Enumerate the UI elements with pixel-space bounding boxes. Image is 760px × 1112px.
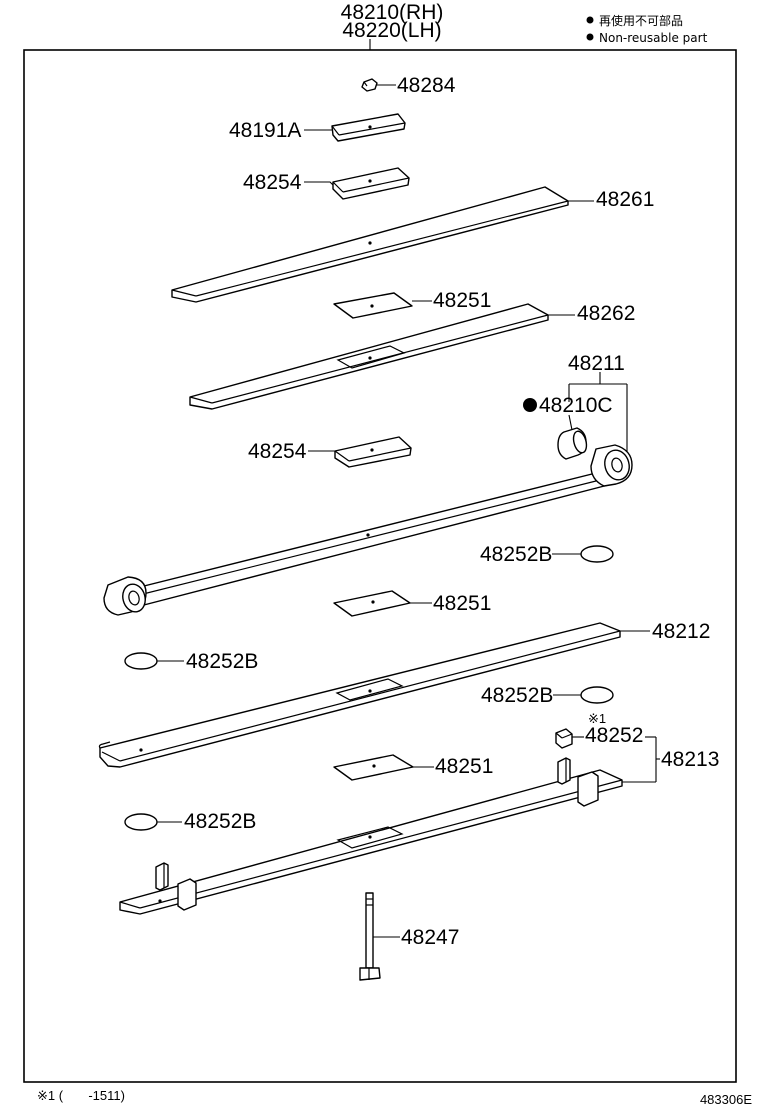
legend-en: Non-reusable part bbox=[599, 31, 708, 45]
callout-48247: 48247 bbox=[401, 926, 459, 949]
pad-48254-top bbox=[332, 167, 410, 200]
callout-48191A: 48191A bbox=[229, 119, 301, 142]
callout-48212: 48212 bbox=[652, 620, 710, 643]
bushing-48210C bbox=[557, 427, 588, 460]
callout-48210C: 48210C bbox=[539, 394, 613, 417]
callout-48213: 48213 bbox=[661, 748, 719, 771]
leaf-48213 bbox=[119, 757, 623, 915]
callout-48254-top: 48254 bbox=[243, 171, 302, 194]
diagram-frame bbox=[23, 49, 737, 1083]
callout-48251-c: 48251 bbox=[435, 755, 493, 778]
callout-48252B-b: 48252B bbox=[186, 650, 258, 673]
liner-48251-b bbox=[333, 590, 411, 617]
clip-48252 bbox=[555, 728, 573, 749]
callout-48252B-a: 48252B bbox=[480, 543, 552, 566]
main-leaf-48211 bbox=[103, 444, 633, 616]
center-bolt-48247 bbox=[359, 892, 381, 981]
callout-48284: 48284 bbox=[397, 74, 456, 97]
leaf-48262 bbox=[189, 303, 549, 410]
washer-48252B-c bbox=[580, 686, 614, 704]
callout-48211: 48211 bbox=[568, 352, 625, 375]
nut-48284 bbox=[361, 78, 378, 92]
callout-48262: 48262 bbox=[577, 302, 635, 325]
legend-jp: 再使用不可部品 bbox=[599, 13, 683, 28]
callout-48251-b: 48251 bbox=[433, 592, 491, 615]
liner-48251-c bbox=[333, 754, 414, 781]
callout-48261: 48261 bbox=[596, 188, 654, 211]
leaf-48261 bbox=[171, 186, 569, 303]
callout-48252: 48252 bbox=[585, 724, 643, 747]
assembly-number-lh: 48220(LH) bbox=[342, 19, 441, 42]
callout-48254-mid: 48254 bbox=[248, 440, 307, 463]
footer-note: ※1 ( -1511) bbox=[37, 1088, 125, 1103]
pad-48254-mid bbox=[334, 436, 412, 468]
callout-48251-a: 48251 bbox=[433, 289, 491, 312]
diagram-code: 483306E bbox=[700, 1092, 752, 1107]
leaf-48212 bbox=[98, 622, 621, 768]
non-reusable-dot-icon bbox=[523, 398, 537, 412]
assembly-number-rh: 48210(RH) bbox=[341, 1, 444, 24]
washer-48252B-b bbox=[124, 652, 158, 670]
non-reusable-dot-icon bbox=[586, 33, 594, 41]
callout-48252B-c: 48252B bbox=[481, 684, 553, 707]
plate-48191A bbox=[331, 113, 406, 142]
washer-48252B-a bbox=[580, 545, 614, 563]
note-mark-1: ※1 bbox=[588, 711, 606, 726]
washer-48252B-d bbox=[124, 813, 158, 831]
callout-48252B-d: 48252B bbox=[184, 810, 256, 833]
liner-48251-a bbox=[333, 292, 413, 319]
non-reusable-dot-icon bbox=[586, 16, 594, 24]
